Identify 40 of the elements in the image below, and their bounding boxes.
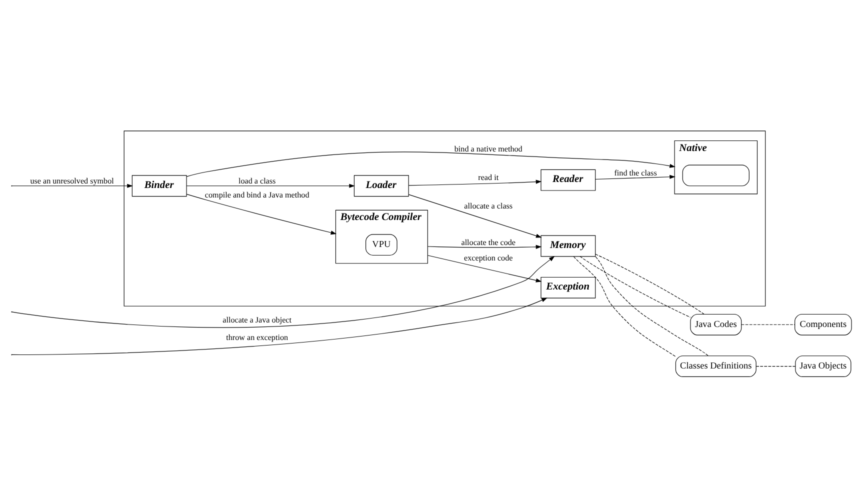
node-box: VPU — [365, 234, 397, 256]
arrow — [186, 151, 675, 176]
edge-label: load a class — [238, 176, 276, 186]
node-box: Java Objects — [794, 355, 851, 376]
edge-label: exception code — [464, 253, 512, 262]
connector — [594, 256, 708, 356]
edge-label: use an unresolved symbol — [30, 176, 114, 186]
node-box — [682, 164, 749, 186]
edge-label: allocate the code — [460, 237, 516, 246]
node-box: Binder — [131, 174, 186, 196]
node-box: Classes Definitions — [674, 355, 756, 376]
edge-label: find the class — [614, 168, 656, 178]
arrow — [11, 297, 547, 355]
node-box: Exception — [540, 276, 596, 298]
arrow — [594, 174, 675, 180]
arrow — [186, 183, 354, 188]
arrow — [186, 193, 336, 234]
edge-label: throw an exception — [226, 332, 288, 342]
cluster — [123, 130, 766, 306]
node-box: Reader — [540, 168, 596, 190]
arrow — [11, 256, 554, 328]
connector — [594, 253, 704, 314]
arrow — [408, 179, 542, 186]
node-box: Memory — [540, 234, 596, 256]
edge-label: compile and bind a Java method — [204, 190, 309, 200]
arrow — [426, 244, 542, 248]
node-box: Loader — [353, 174, 408, 196]
edge-label: allocate a class — [464, 201, 512, 210]
arrow — [408, 194, 542, 238]
cluster: Native — [674, 140, 758, 194]
connector — [572, 256, 676, 356]
node-box: Components — [794, 313, 852, 335]
edge-label: bind a native method — [454, 144, 522, 153]
connector — [755, 365, 796, 366]
node-box: Java Codes — [690, 313, 742, 335]
arrow — [11, 183, 132, 188]
connector — [579, 256, 690, 318]
arrow — [426, 254, 542, 282]
edge-label: allocate a Java object — [222, 314, 292, 324]
edge-label: read it — [478, 172, 498, 182]
